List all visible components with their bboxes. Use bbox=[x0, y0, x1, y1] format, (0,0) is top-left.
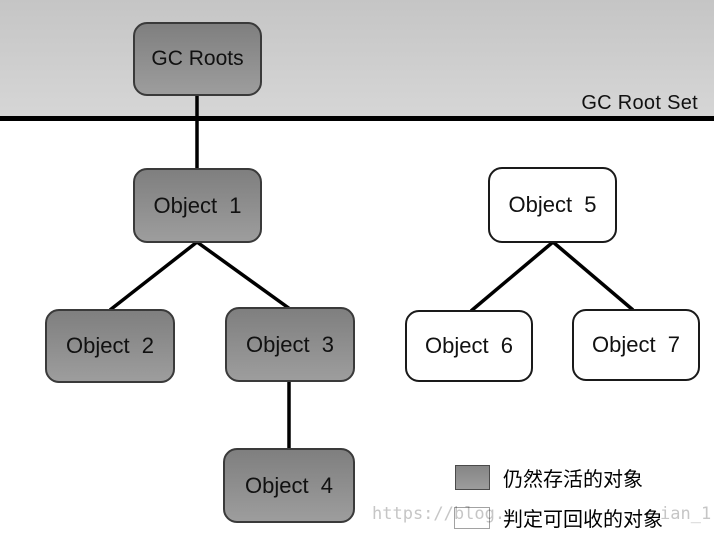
node-object-4: Object 4 bbox=[223, 448, 355, 523]
legend-label-recyclable: 判定可回收的对象 bbox=[503, 509, 663, 531]
edge-object1-object3 bbox=[195, 240, 292, 311]
node-object-3: Object 3 bbox=[225, 307, 355, 382]
node-gc-roots: GC Roots bbox=[133, 22, 262, 96]
gc-root-set-label: GC Root Set bbox=[581, 92, 698, 114]
legend-item-recyclable: 判定可回收的对象 bbox=[454, 503, 663, 532]
legend-swatch-recyclable bbox=[454, 506, 490, 529]
node-object-5: Object 5 bbox=[488, 167, 617, 243]
node-object-1: Object 1 bbox=[133, 168, 262, 243]
node-object-7-label: Object 7 bbox=[591, 332, 681, 357]
legend-label-alive: 仍然存活的对象 bbox=[503, 469, 643, 491]
node-object-6: Object 6 bbox=[405, 310, 533, 382]
node-object-2: Object 2 bbox=[45, 309, 175, 383]
node-object-4-label: Object 4 bbox=[244, 472, 334, 498]
node-object-3-label: Object 3 bbox=[245, 331, 335, 357]
gc-root-set-divider-line bbox=[0, 116, 714, 121]
edge-object1-object2 bbox=[108, 240, 199, 312]
edge-object5-object6 bbox=[469, 240, 555, 313]
legend-swatch-alive bbox=[455, 465, 490, 490]
node-object-7: Object 7 bbox=[572, 309, 700, 381]
node-gc-roots-label: GC Roots bbox=[151, 47, 244, 70]
legend-item-alive: 仍然存活的对象 bbox=[455, 463, 643, 492]
node-object-6-label: Object 6 bbox=[424, 333, 514, 358]
node-object-5-label: Object 5 bbox=[508, 192, 597, 217]
node-object-2-label: Object 2 bbox=[65, 333, 155, 358]
node-object-1-label: Object 1 bbox=[153, 192, 242, 218]
gc-root-set-band: GC Root Set bbox=[0, 0, 714, 116]
edge-object5-object7 bbox=[551, 240, 635, 312]
